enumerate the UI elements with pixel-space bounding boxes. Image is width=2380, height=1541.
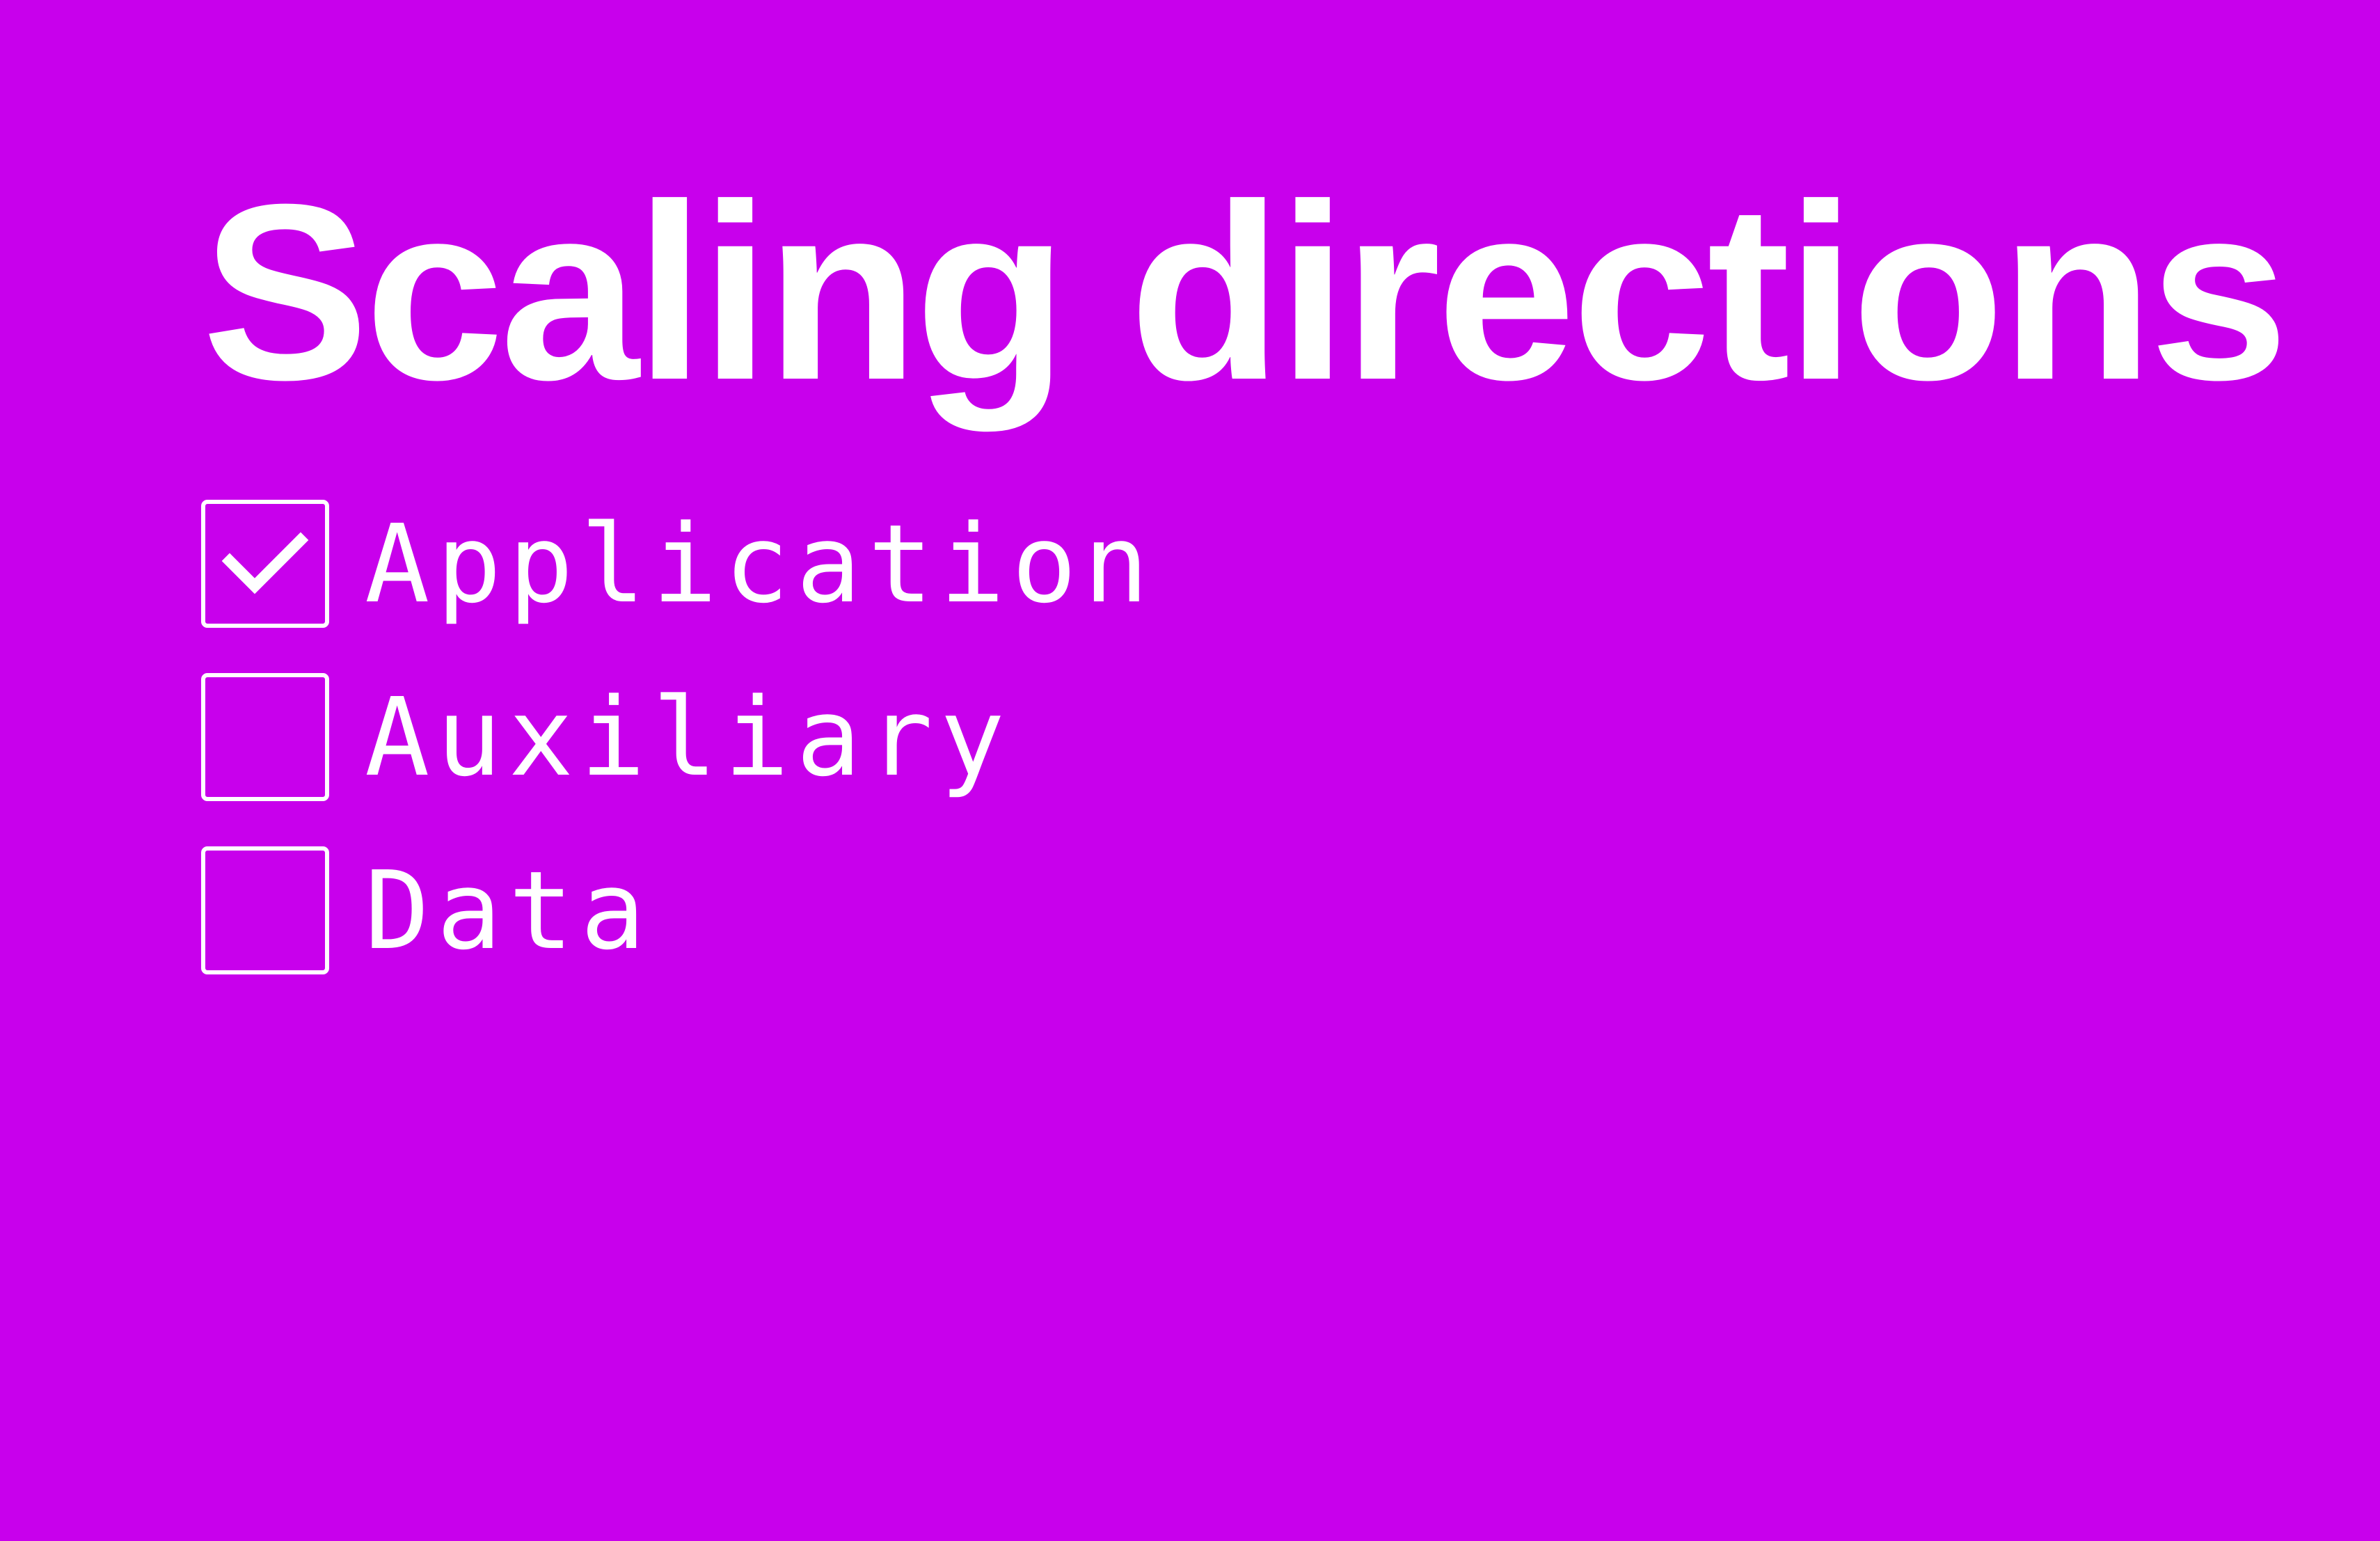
checkmark-icon — [221, 532, 309, 594]
page-title: Scaling directions — [202, 152, 2289, 432]
option-label-application: Application — [365, 501, 1156, 627]
checkbox-application[interactable] — [201, 500, 329, 628]
checkbox-auxiliary[interactable] — [201, 673, 329, 801]
option-label-auxiliary: Auxiliary — [365, 674, 1012, 800]
option-application[interactable]: Application — [201, 500, 1245, 629]
option-data[interactable]: Data — [201, 846, 1245, 976]
checkbox-data[interactable] — [201, 846, 329, 974]
option-label-data: Data — [365, 848, 653, 974]
option-auxiliary[interactable]: Auxiliary — [201, 673, 1245, 803]
